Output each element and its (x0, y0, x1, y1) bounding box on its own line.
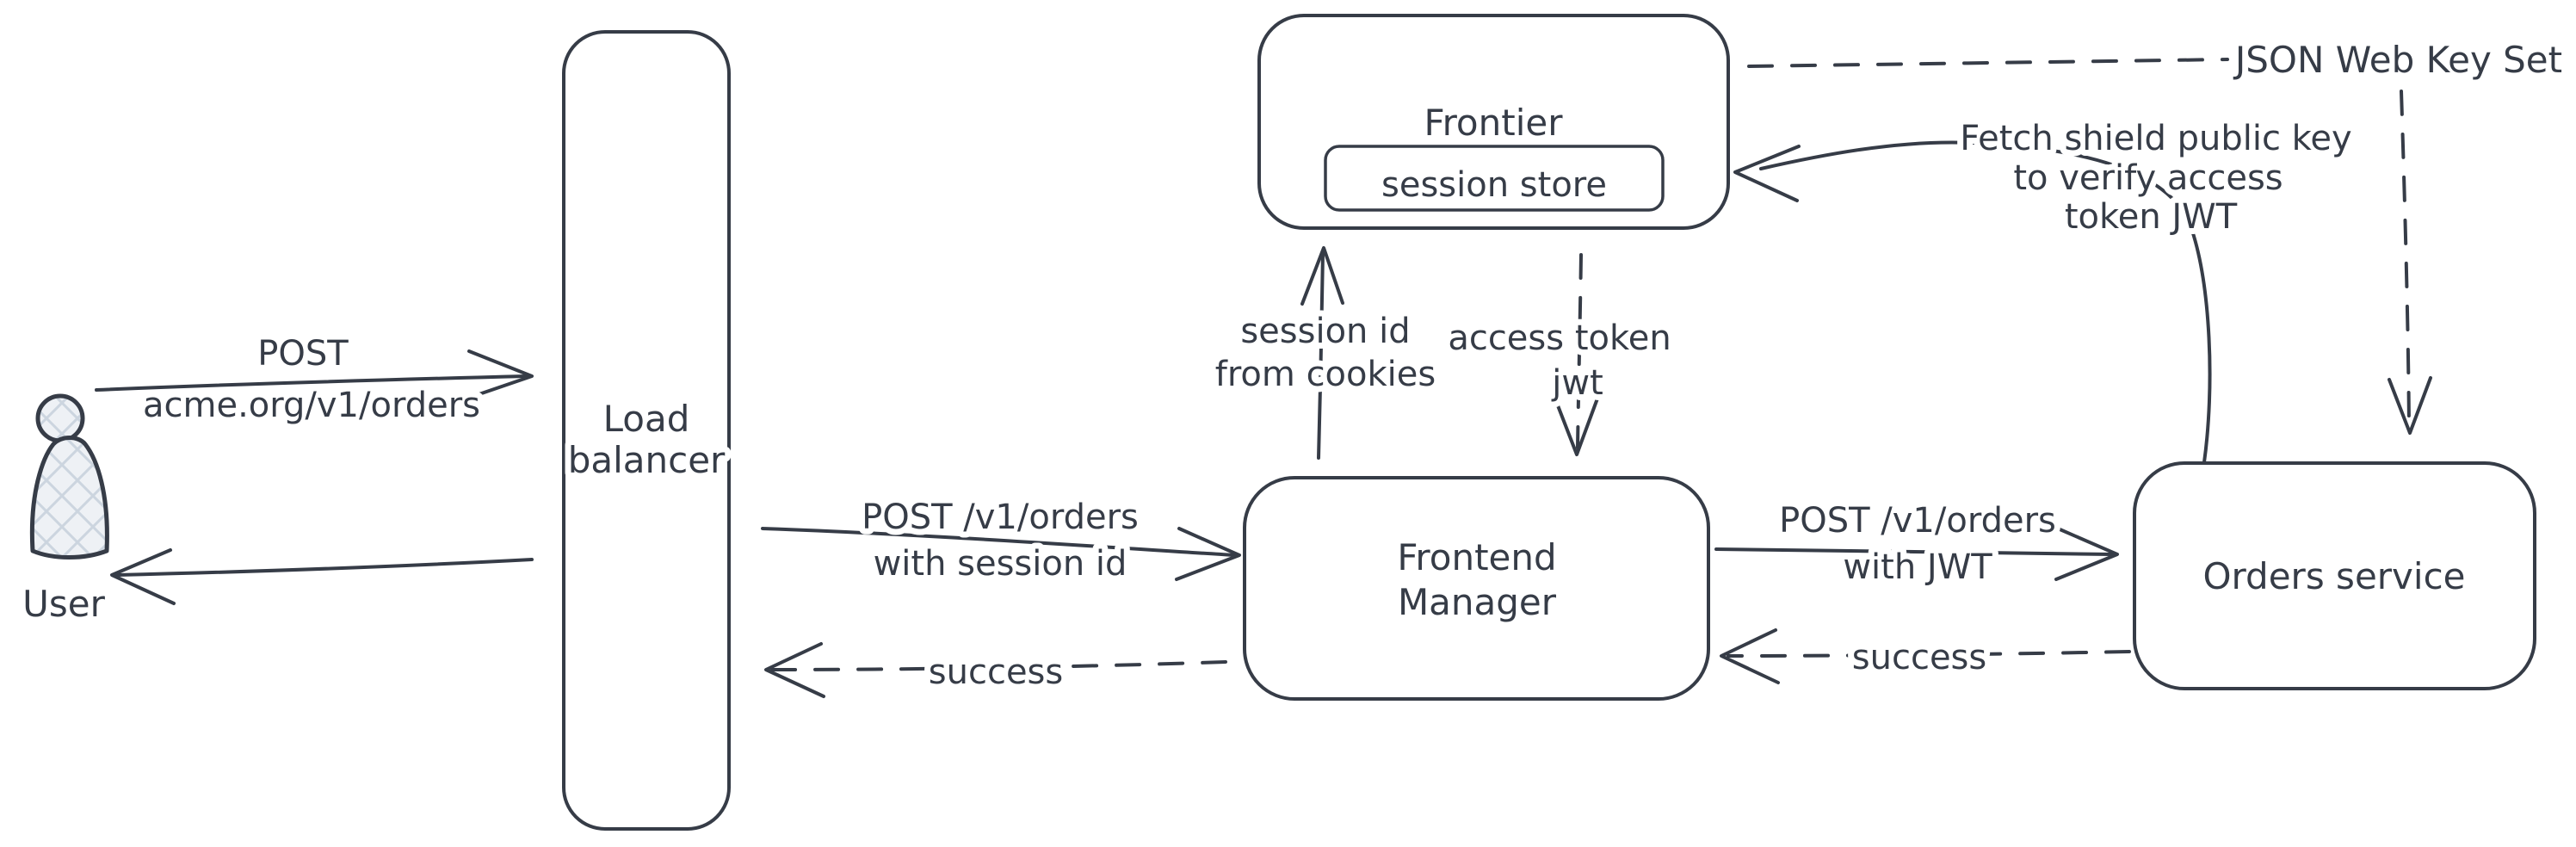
arrowhead-down-icon (2388, 376, 2432, 435)
session-store-box (1324, 145, 1665, 212)
frontend-manager-node: Frontend Manager (1243, 476, 1710, 701)
edge-load-balancer-to-user (110, 548, 534, 605)
edge-frontier-to-jwks (1747, 58, 2229, 68)
edge-fm-frontier-label-line1: session id (1240, 312, 1410, 351)
session-store-label: session store (1381, 165, 1607, 205)
edge-fm-orders-label-line2: with JWT (1843, 547, 1992, 587)
edge-lb-fm-label-line1: POST /v1/orders (862, 498, 1139, 537)
edge-orders-fm-label: success (1852, 638, 1986, 677)
orders-service-label: Orders service (2202, 555, 2465, 597)
edge-frontier-fm-label-line2: jwt (1551, 363, 1603, 403)
arrowhead-down-icon (1554, 397, 1599, 456)
edge-orders-frontier-label-line3: token JWT (2065, 197, 2238, 237)
orders-service-box (2133, 461, 2536, 690)
user-node: User (16, 393, 112, 631)
load-balancer-label-line1: Load (603, 398, 690, 440)
edge-frontend-manager-to-frontier: session id from cookies (1209, 246, 1442, 460)
json-web-key-set: JSON Web Key Set (1747, 33, 2568, 435)
arrowhead-right-icon (1175, 527, 1241, 581)
arrowhead-right-icon (465, 349, 534, 400)
edge-jwks-to-orders-service (2388, 90, 2432, 435)
arrowhead-left-icon (764, 642, 825, 698)
edge-orders-service-to-frontend-manager: success (1720, 628, 2131, 684)
orders-service-node: Orders service (2133, 461, 2536, 690)
user-icon (35, 393, 85, 443)
load-balancer-label-line2: balancer (568, 439, 726, 481)
edge-frontend-manager-to-orders-service: POST /v1/orders with JWT (1714, 495, 2119, 593)
edge-orders-frontier-label-line1: Fetch shield public key (1960, 119, 2351, 158)
edge-fm-frontier-label-line2: from cookies (1215, 355, 1436, 394)
frontend-manager-box (1243, 476, 1710, 701)
arrowhead-up-icon (1300, 246, 1344, 306)
frontend-manager-label-line2: Manager (1398, 581, 1557, 623)
frontier-label: Frontier (1424, 102, 1563, 144)
edge-frontier-fm-label-line1: access token (1448, 318, 1671, 358)
arrowhead-left-icon (1720, 628, 1780, 684)
edge-frontend-manager-to-load-balancer: success (764, 642, 1227, 698)
edge-fm-lb-label: success (929, 652, 1063, 692)
load-balancer-box (562, 30, 731, 831)
edge-load-balancer-to-frontend-manager: POST /v1/orders with session id (761, 492, 1241, 590)
edge-fm-orders-label-line1: POST /v1/orders (1779, 501, 2056, 541)
arrowhead-left-icon (110, 548, 176, 605)
edge-user-to-load-balancer: POST acme.org/v1/orders (95, 328, 534, 431)
edge-lb-fm-label-line2: with session id (874, 544, 1127, 584)
arrowhead-left-icon (1733, 145, 1801, 202)
edge-orders-service-to-frontier: Fetch shield public key to verify access… (1733, 113, 2358, 464)
edge-user-lb-label-line2: acme.org/v1/orders (143, 386, 480, 425)
edge-orders-frontier-label-line2: to verify access (2013, 158, 2283, 198)
user-icon-body (29, 436, 109, 560)
jwks-label: JSON Web Key Set (2233, 39, 2562, 81)
frontier-node: Frontier session store (1257, 14, 1730, 230)
user-label: User (22, 583, 105, 625)
edge-user-lb-label-line1: POST (257, 334, 349, 374)
frontend-manager-label-line1: Frontend (1397, 536, 1556, 578)
arrowhead-right-icon (2054, 527, 2119, 581)
load-balancer-node: Load balancer (562, 30, 732, 831)
edge-frontier-to-frontend-manager: access token jwt (1442, 253, 1677, 456)
